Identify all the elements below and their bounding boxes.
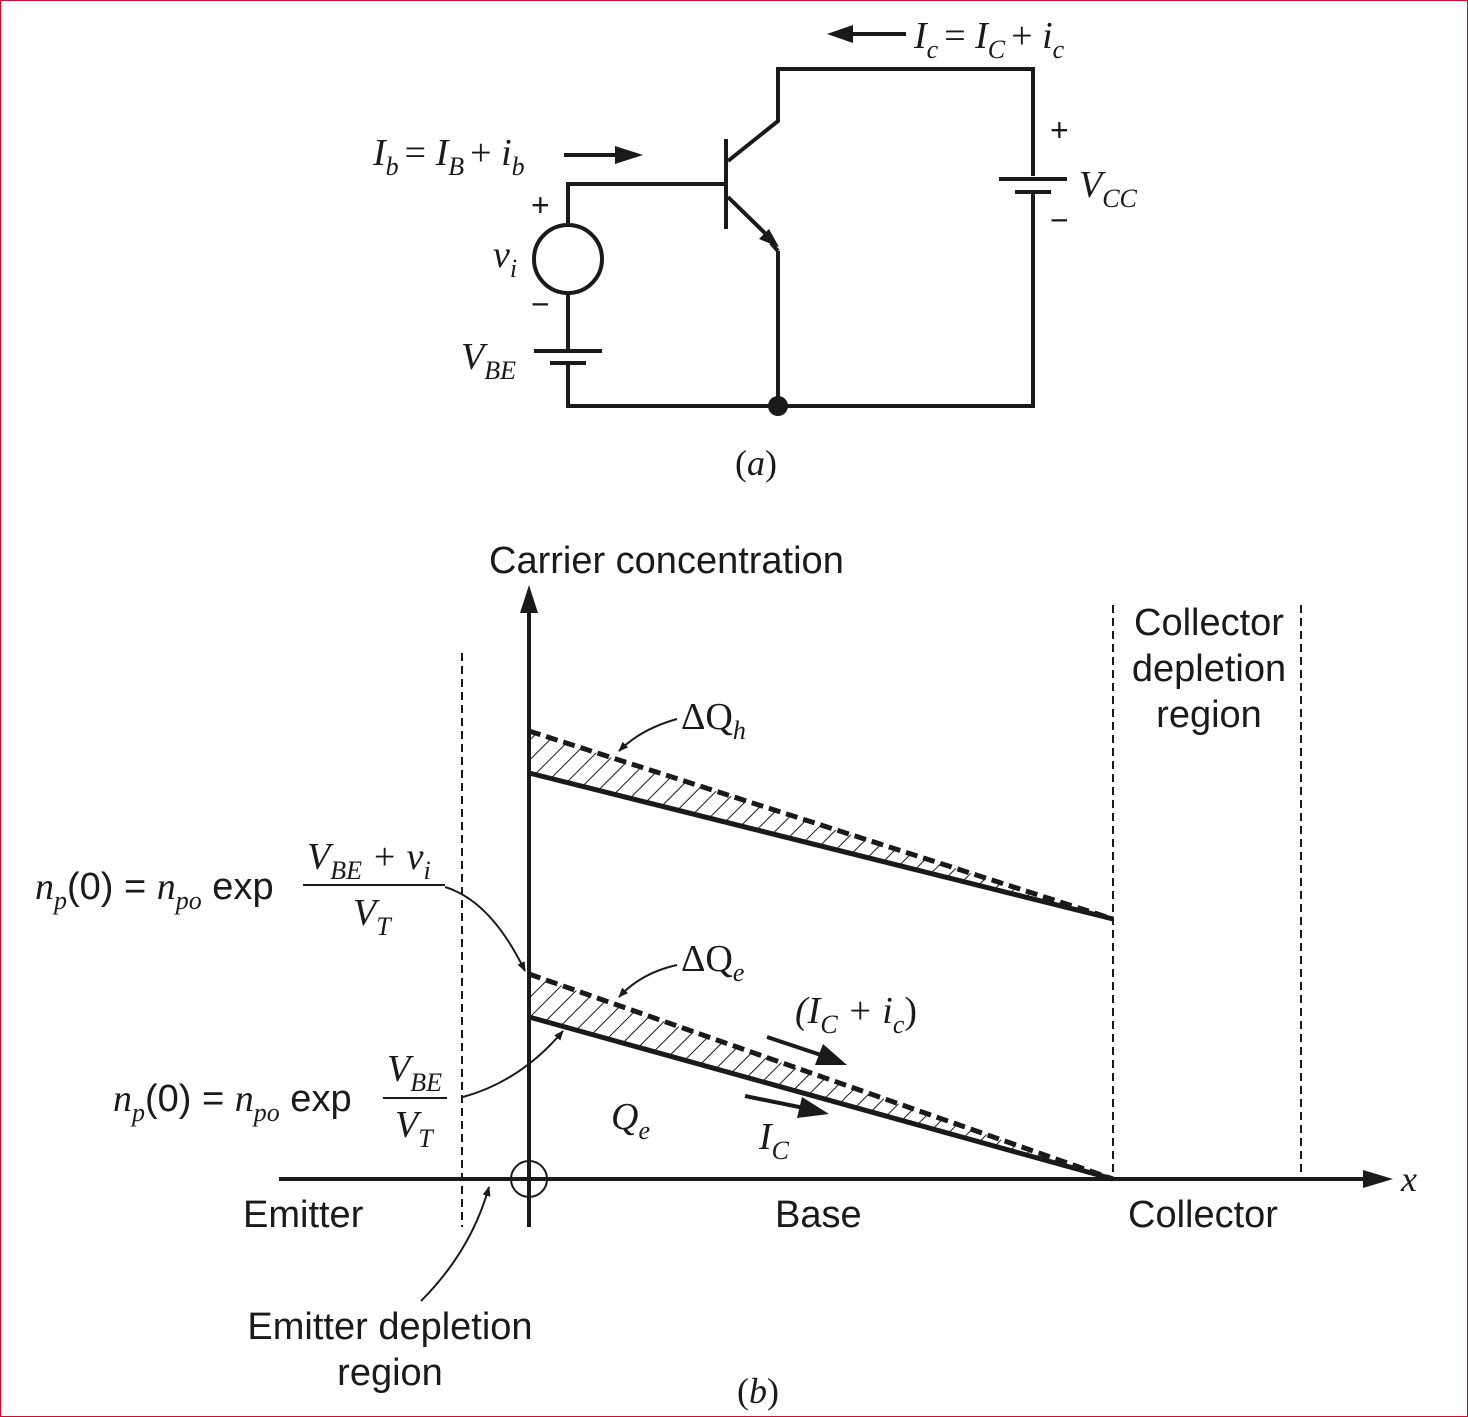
origin-marker [510, 1160, 548, 1198]
y-axis-label: Carrier concentration [489, 540, 844, 582]
ib-arrow-head [615, 146, 643, 164]
ic-total-label: (IC + ic) [795, 990, 917, 1039]
collector-depletion-label-3: region [1156, 694, 1262, 736]
ic-arrow-shaft-b [744, 1094, 810, 1111]
delta-qe-label: ΔQe [681, 938, 744, 987]
vcc-label: VCC [1079, 164, 1138, 213]
carrier-plot: Carrier concentration x Collector deplet… [35, 540, 1417, 1411]
vi-minus-sign: − [531, 286, 550, 322]
vbe-label: VBE [461, 336, 516, 385]
collector-wire [726, 67, 1035, 176]
delta-qh-label: ΔQh [681, 696, 746, 745]
x-axis-arrow [1363, 1170, 1393, 1188]
delta-qe-pointer [618, 964, 678, 998]
vi-label: vi [493, 234, 517, 283]
base-region-label: Base [775, 1194, 862, 1236]
eq2-numerator: VBE [387, 1048, 442, 1097]
circuit-schematic: Ic= IC+ ic Ib= IB+ ib + − + − vi VBE VCC… [372, 15, 1138, 483]
collector-region-label: Collector [1128, 1194, 1278, 1236]
vcc-plus-sign: + [1050, 112, 1069, 148]
eq1-pointer [444, 886, 526, 972]
hole-profile-dc [528, 770, 1114, 922]
emitter-depletion-label-1: Emitter depletion [247, 1306, 532, 1348]
eq2-denominator: VT [395, 1104, 434, 1153]
ic-equation: Ic= IC+ ic [913, 15, 1065, 64]
eq2-lhs: np(0) = npo exp [113, 1078, 352, 1127]
caption-a: (a) [735, 443, 777, 483]
collector-depletion-label-1: Collector [1134, 602, 1284, 644]
electron-profile-dc [528, 1014, 1114, 1182]
qe-label: Qe [611, 1096, 650, 1145]
ib-equation: Ib= IB+ ib [372, 132, 525, 181]
hole-profile-increased [528, 728, 1114, 922]
emitter-region-label: Emitter [243, 1194, 364, 1236]
ic-total-arrow-head [815, 1044, 847, 1065]
emitter-stub [769, 241, 780, 253]
base-wire [566, 182, 726, 226]
vcc-minus-sign: − [1050, 202, 1069, 238]
return-wire [566, 194, 1035, 408]
x-axis-label: x [1400, 1159, 1417, 1199]
ic-arrow-head-b [797, 1097, 829, 1118]
ic-total-arrow-shaft [766, 1035, 828, 1059]
eq1-numerator: VBE + vi [307, 836, 431, 885]
eq1-denominator: VT [353, 892, 392, 941]
caption-b: (b) [737, 1371, 779, 1411]
electron-profile-increased [528, 971, 1114, 1182]
y-axis-arrow [520, 585, 538, 613]
emitter-depletion-label-2: region [337, 1352, 443, 1394]
ic-label-b: IC [758, 1116, 790, 1165]
vi-source [532, 223, 604, 295]
emitter-arrow [759, 229, 779, 247]
ic-arrow-head [827, 25, 853, 43]
emitter-depletion-pointer [420, 1186, 491, 1302]
collector-depletion-label-2: depletion [1132, 648, 1286, 690]
vi-plus-sign: + [531, 187, 550, 223]
eq2-pointer [462, 1030, 564, 1098]
delta-qh-pointer [618, 718, 678, 752]
eq1-lhs: np(0) = npo exp [35, 866, 274, 915]
